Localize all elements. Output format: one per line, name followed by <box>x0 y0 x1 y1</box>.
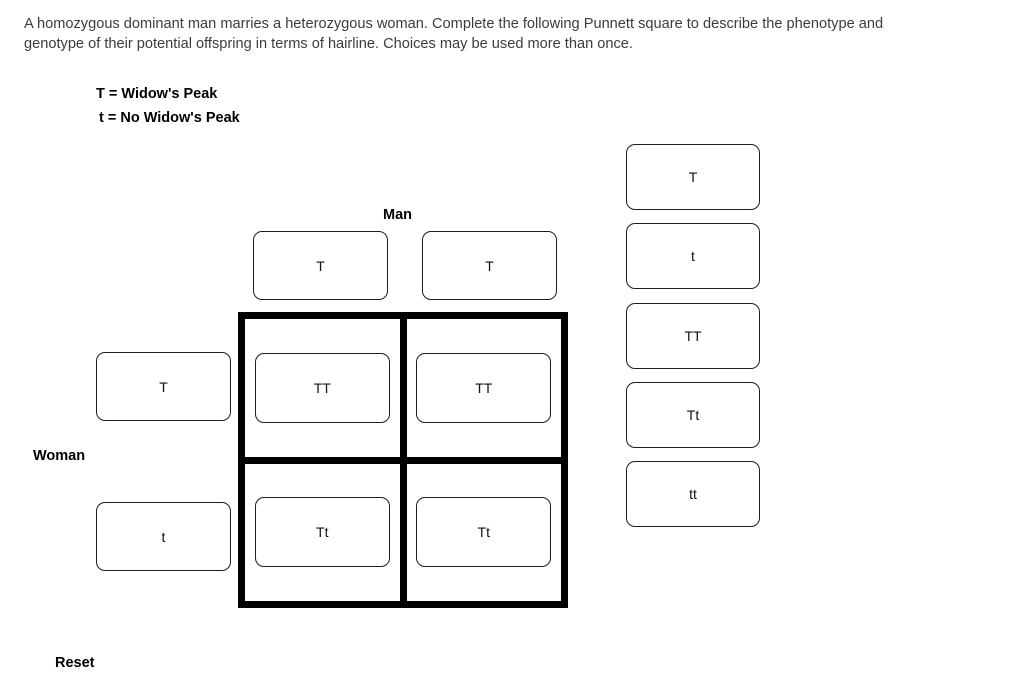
instructions-line-2: genotype of their potential offspring in… <box>24 35 633 52</box>
man-label: Man <box>383 207 412 223</box>
punnett-cell-bottom-left[interactable]: Tt <box>245 463 400 601</box>
legend-recessive: t = No Widow's Peak <box>99 110 240 126</box>
choice-box-T[interactable]: T <box>626 144 760 210</box>
mother-allele-slot-1[interactable]: T <box>96 352 231 421</box>
instructions-text: A homozygous dominant man marries a hete… <box>24 15 883 54</box>
mother-allele-slot-2[interactable]: t <box>96 502 231 571</box>
reset-button[interactable]: Reset <box>55 655 95 671</box>
punnett-cell-top-left[interactable]: TT <box>245 319 400 457</box>
offspring-slot[interactable]: TT <box>416 352 552 423</box>
punnett-grid: TT TT Tt Tt <box>238 312 568 608</box>
punnett-cell-bottom-right[interactable]: Tt <box>406 463 561 601</box>
punnett-cell-top-right[interactable]: TT <box>406 319 561 457</box>
offspring-slot[interactable]: Tt <box>254 497 390 568</box>
woman-label: Woman <box>33 448 86 464</box>
offspring-slot[interactable]: TT <box>254 352 390 423</box>
legend-dominant: T = Widow's Peak <box>96 86 218 102</box>
father-allele-slot-2[interactable]: T <box>422 231 557 300</box>
choice-box-tt[interactable]: tt <box>626 461 760 527</box>
choice-box-t[interactable]: t <box>626 223 760 289</box>
instructions-line-1: A homozygous dominant man marries a hete… <box>24 16 884 32</box>
offspring-slot[interactable]: Tt <box>416 497 552 568</box>
choice-box-TT[interactable]: TT <box>626 303 760 369</box>
father-allele-slot-1[interactable]: T <box>253 231 388 300</box>
choice-box-Tt[interactable]: Tt <box>626 382 760 448</box>
